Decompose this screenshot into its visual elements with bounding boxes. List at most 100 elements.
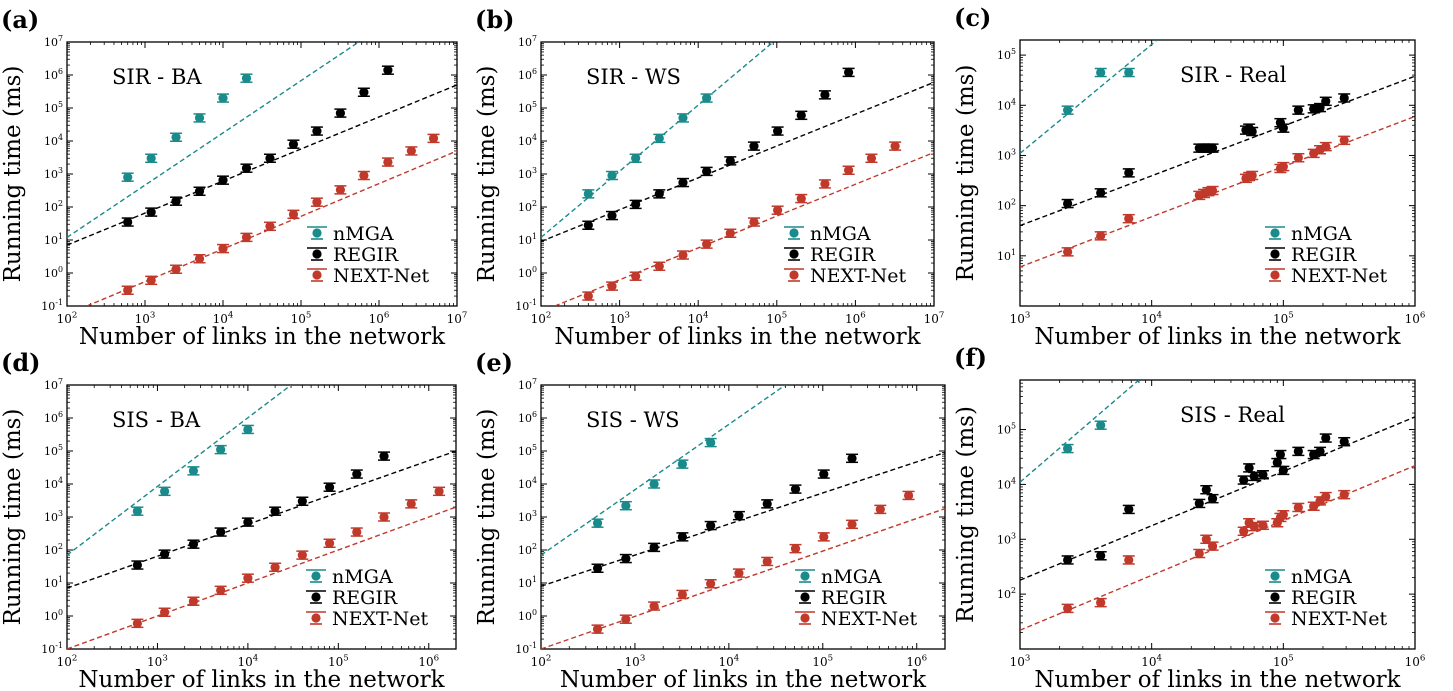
x-tick-label: 104 [688,311,709,326]
y-tick-label: 102 [997,586,1016,601]
data-point-next-net [335,185,346,195]
y-tick-label: 101 [44,575,63,590]
data-point-regir [132,560,142,570]
x-tick-label: 105 [766,311,787,326]
x-tick-label: 103 [625,654,646,669]
data-point-regir [621,553,631,564]
data-point-next-net [1063,603,1073,613]
data-point-next-net [890,141,900,151]
legend-marker [311,592,321,602]
y-tick-label: 107 [518,34,537,49]
data-point-next-net [379,512,389,522]
data-point-regir [1201,485,1211,495]
y-tick-label: 107 [518,377,537,392]
data-point-next-net [678,250,688,260]
data-point-next-net [607,281,617,291]
y-tick-label: 10-1 [515,298,537,313]
legend-marker [1270,592,1280,602]
y-tick-label: 103 [44,166,63,181]
data-point-next-net [434,486,444,496]
y-tick-label: 101 [997,248,1016,263]
x-tick-label: 102 [531,311,552,326]
data-point-regir [1096,551,1106,561]
x-tick-label: 104 [213,311,234,326]
plot-title: SIS - Real [1180,403,1285,427]
legend-label: NEXT-Net [1291,608,1388,630]
y-tick-label: 10-1 [515,641,537,656]
legend-marker [312,228,322,238]
data-point-next-net [847,519,857,529]
y-axis-label: Running time (ms) [0,66,26,283]
legend-marker [789,270,799,280]
data-point-regir [1278,123,1288,133]
x-axis-label: Number of links in the network [554,324,921,350]
data-point-regir [773,126,783,136]
data-point-next-net [790,544,801,554]
data-point-next-net [649,601,659,611]
data-point-regir [1293,105,1303,115]
data-point-nmga [654,133,664,143]
data-point-regir [677,532,687,542]
data-point-regir [1244,463,1254,473]
data-point-next-net [903,490,914,501]
data-point-next-net [843,165,854,175]
data-point-nmga [1124,67,1134,78]
data-point-regir [734,511,744,521]
data-point-regir [654,189,664,199]
data-point-next-net [1207,185,1218,196]
y-tick-label: 102 [518,542,537,557]
data-point-nmga [1063,105,1073,115]
data-point-next-net [1124,214,1134,224]
data-point-nmga [194,113,205,123]
data-point-next-net [406,146,416,156]
data-point-nmga [706,437,716,448]
data-point-next-net [583,291,593,301]
data-point-nmga [592,518,603,528]
y-tick-label: 103 [518,509,537,524]
y-tick-label: 106 [518,410,537,425]
data-point-next-net [160,607,170,617]
data-point-next-net [1194,548,1204,559]
data-point-regir [1258,470,1268,480]
data-point-next-net [383,157,393,167]
legend-marker [789,228,799,238]
plot-frame [1019,379,1416,650]
data-point-regir [749,141,759,151]
data-point-next-net [702,239,712,249]
y-tick-label: 102 [518,199,537,214]
data-point-regir [847,453,857,463]
y-tick-label: 100 [518,608,537,623]
data-point-regir [288,139,299,149]
x-axis-label: Number of links in the network [1034,324,1401,350]
data-point-regir [1339,93,1349,103]
data-point-next-net [324,538,335,548]
y-axis-label: Running time (ms) [474,409,500,626]
x-tick-label: 106 [845,311,866,326]
y-tick-label: 107 [44,377,63,392]
data-point-regir [1063,198,1073,209]
data-point-next-net [1321,491,1331,502]
x-tick-label: 106 [369,311,390,326]
data-point-regir [790,484,801,494]
legend-marker [311,613,321,623]
legend-label: REGIR [333,244,399,266]
legend-marker [1270,613,1280,623]
legend-label: NEXT-Net [821,608,918,630]
x-tick-label: 107 [447,311,468,326]
fit-line-regir [541,81,934,243]
data-point-regir [297,496,307,506]
y-tick-label: 103 [997,531,1016,546]
data-point-nmga [243,424,253,435]
plot-area [541,42,934,306]
legend-marker [789,249,799,259]
data-point-regir [1278,465,1288,476]
data-point-next-net [621,614,631,624]
data-point-next-net [762,556,772,567]
plot-area [67,385,456,649]
y-tick-label: 103 [44,509,63,524]
data-point-regir [702,166,712,176]
y-tick-label: 100 [44,265,63,280]
fit-line-regir [1020,75,1415,227]
panel-label: (a) [1,5,39,34]
